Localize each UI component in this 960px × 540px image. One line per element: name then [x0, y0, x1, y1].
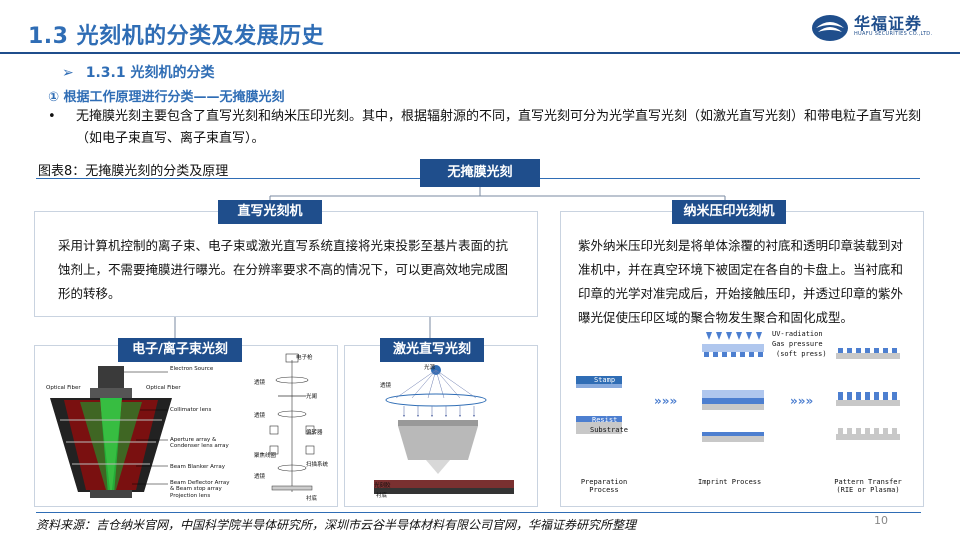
optical-fiber-left-label: Optical Fiber	[46, 385, 81, 391]
schematic-gun-label: 电子枪	[296, 355, 313, 361]
blanker-label: Beam Blanker Array	[170, 464, 225, 470]
nanoimprint-process-illustration	[576, 332, 900, 442]
gas-pressure-label: Gas pressure	[772, 340, 823, 348]
ebeam-schematic	[269, 353, 315, 492]
ebeam-column-illustration	[50, 366, 172, 498]
schematic-label-7: 衬底	[306, 496, 318, 502]
schematic-label-2: 透镜	[254, 413, 266, 419]
projection-label: Projection lens	[170, 493, 211, 499]
laser-substrate-label: 衬底	[376, 493, 388, 499]
optical-fiber-right-label: Optical Fiber	[146, 385, 181, 391]
schematic-label-1: 光阑	[306, 394, 318, 400]
step-transfer-label: Pattern Transfer (RIE or Plasma)	[834, 478, 902, 494]
aperture-label: Aperture array & Condenser lens array	[170, 437, 229, 449]
arrow-icon: ➢	[62, 65, 74, 81]
title-divider	[0, 52, 960, 54]
bullet-text: 无掩膜光刻主要包含了直写光刻和纳米压印光刻。其中，根据辐射源的不同，直写光刻可分…	[76, 109, 922, 146]
footer-divider	[36, 512, 921, 513]
page-number: 10	[874, 514, 888, 527]
huafu-logo-icon	[812, 15, 848, 41]
schematic-label-0: 透镜	[254, 380, 266, 386]
step-preparation-label: Preparation Process	[580, 478, 628, 494]
root-node: 无掩膜光刻	[420, 159, 540, 187]
laser-source-label: 光源	[424, 365, 436, 371]
stamp-label: Stamp	[594, 376, 616, 384]
logo-subtitle: HUAFU SECURITIES CO.,LTD.	[854, 31, 933, 37]
deflector-label: Beam Deflector Array & Beam stop array	[170, 480, 230, 492]
schematic-label-5: 扫描系统	[306, 462, 329, 468]
schematic-label-4: 聚焦线圈	[254, 453, 277, 459]
nanoimprint-desc: 紫外纳米压印光刻是将单体涂覆的衬底和透明印章装载到对准机中，并在真空环境下被固定…	[578, 238, 904, 325]
bullet-icon: •	[48, 109, 56, 124]
laser-lens-label: 透镜	[380, 383, 392, 389]
laser-illustration	[374, 365, 514, 494]
laser-label: 激光直写光刻	[380, 338, 484, 362]
direct-write-desc: 采用计算机控制的离子束、电子束或激光直写系统直接将光束投影至基片表面的抗蚀剂上，…	[58, 238, 509, 301]
electron-source-label: Electron Source	[170, 366, 214, 372]
nanoimprint-label: 纳米压印光刻机	[672, 200, 786, 224]
page-title: 1.3 光刻机的分类及发展历史	[28, 24, 325, 49]
substrate-label: Substrate	[590, 426, 628, 434]
section-subtitle: ① 根据工作原理进行分类——无掩膜光刻	[48, 90, 285, 105]
schematic-label-6: 透镜	[254, 474, 266, 480]
process-arrow-2: »»»	[790, 394, 814, 408]
uv-radiation-label: UV-radiation	[772, 330, 823, 338]
collimator-label: Collimator lens	[170, 407, 212, 413]
figure-caption: 图表8：无掩膜光刻的分类及原理	[38, 164, 229, 179]
section-heading: ➢ 1.3.1 光刻机的分类	[62, 62, 214, 82]
logo-name: 华福证券	[854, 14, 923, 33]
ebeam-label: 电子/离子束光刻	[118, 338, 242, 362]
process-arrow-1: »»»	[654, 394, 678, 408]
schematic-label-3: 偏转器	[306, 430, 323, 436]
source-note: 资料来源：吉仓纳米官网，中国科学院半导体研究所，深圳市云谷半导体材料有限公司官网…	[36, 518, 637, 532]
step-imprint-label: Imprint Process	[698, 478, 762, 486]
laser-resist-label: 光刻胶	[374, 483, 391, 489]
direct-write-panel	[34, 211, 538, 317]
soft-press-label: (soft press)	[776, 350, 827, 358]
direct-write-label: 直写光刻机	[218, 200, 322, 224]
resist-label: Resist	[592, 416, 618, 424]
section-title: 1.3.1 光刻机的分类	[85, 65, 215, 81]
